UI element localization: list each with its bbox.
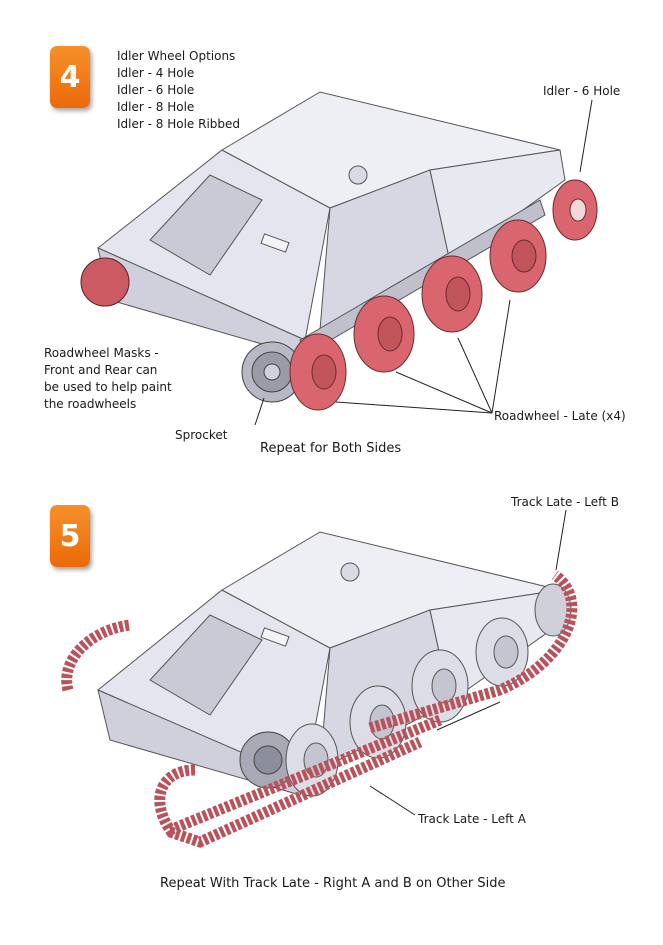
step5-caption: Repeat With Track Late - Right A and B o… [160,876,506,891]
idler-wheel-step4 [552,179,598,241]
idler-option: Idler - 4 Hole [117,66,195,80]
step-number: 5 [59,518,81,554]
idler-options-title: Idler Wheel Options [117,49,236,63]
masks-line: Front and Rear can [44,363,158,377]
callout-arrows-step5 [369,509,567,816]
step4-caption: Repeat for Both Sides [260,441,402,456]
label-track-late-left-a: Track Late - Left A [418,812,526,826]
label-idler-6-hole: Idler - 6 Hole [543,84,621,98]
sprocket-step4 [80,257,303,403]
roadwheels-step4 [289,219,547,411]
idler-option: Idler - 8 Hole [117,100,195,114]
hull-step4 [97,91,566,356]
label-track-late-left-b: Track Late - Left B [511,495,619,509]
label-roadwheel-masks: Roadwheel Masks - Front and Rear can be … [44,345,172,413]
track-left-b [61,570,578,734]
label-sprocket: Sprocket [175,428,228,442]
masks-line: the roadwheels [44,397,137,411]
idler-options-list: Idler Wheel Options Idler - 4 Hole Idler… [117,48,240,133]
step-number: 4 [59,59,81,95]
step-number-badge: 5 [50,505,90,567]
masks-line: be used to help paint [44,380,172,394]
idler-option: Idler - 6 Hole [117,83,195,97]
step-number-badge: 4 [50,46,90,108]
callout-arrows-step4 [254,99,593,426]
masks-line: Roadwheel Masks - [44,346,159,360]
label-roadwheel-late: Roadwheel - Late (x4) [494,409,626,423]
idler-option: Idler - 8 Hole Ribbed [117,117,241,131]
track-left-a [154,714,443,848]
